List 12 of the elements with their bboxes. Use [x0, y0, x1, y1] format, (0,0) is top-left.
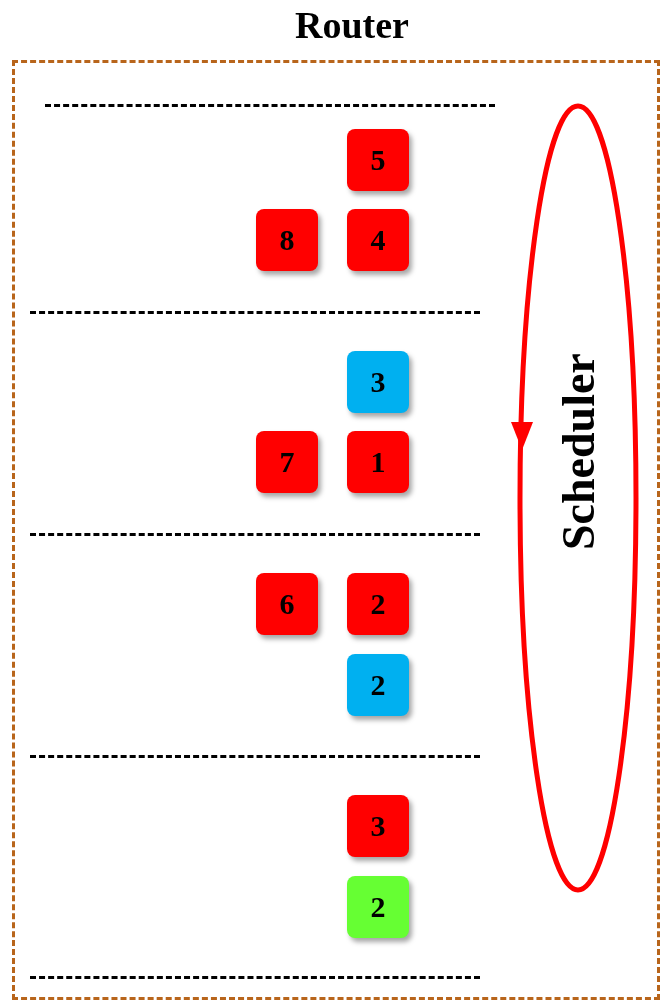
packet-box: 5 [347, 129, 409, 191]
packet-box: 1 [347, 431, 409, 493]
packet-box: 2 [347, 573, 409, 635]
packet-box: 8 [256, 209, 318, 271]
packet-box: 4 [347, 209, 409, 271]
packet-box: 3 [347, 351, 409, 413]
packet-box: 6 [256, 573, 318, 635]
packet-box: 3 [347, 795, 409, 857]
packet-box: 2 [347, 654, 409, 716]
packet-box: 2 [347, 876, 409, 938]
router-title: Router [294, 3, 410, 48]
packet-box: 7 [256, 431, 318, 493]
